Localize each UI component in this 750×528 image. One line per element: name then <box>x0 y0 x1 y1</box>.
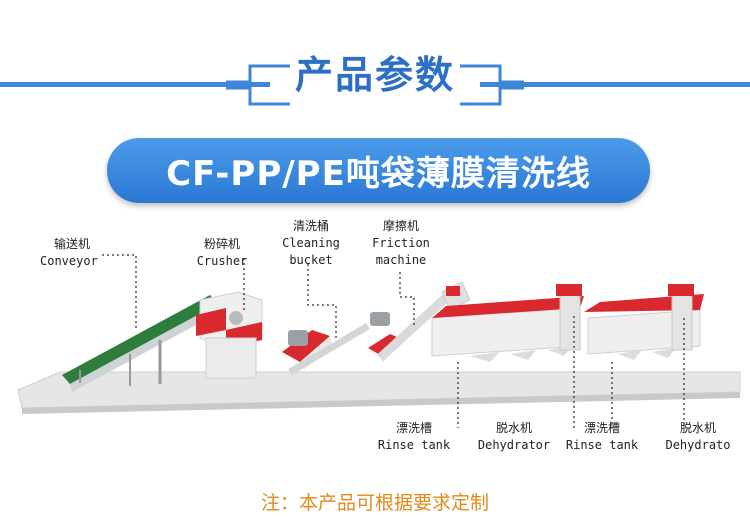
friction-machine <box>368 281 471 362</box>
header-line-left <box>0 82 270 87</box>
label-crusher-en: Crusher <box>196 254 248 268</box>
label-friction-en2: machine <box>375 253 427 267</box>
label-rinse1-zh: 漂洗槽 <box>395 421 432 435</box>
label-dehydrator-1: 脱水机 Dehydrator <box>474 420 554 454</box>
label-bucket-en1: Cleaning <box>282 236 340 250</box>
label-bucket-zh: 清洗桶 <box>292 219 329 233</box>
label-rinse2-zh: 漂洗槽 <box>583 421 620 435</box>
customization-note: 注：本产品可根据要求定制 <box>260 492 489 514</box>
label-friction-machine: 摩擦机 Friction machine <box>366 218 436 269</box>
label-cleaning-bucket: 清洗桶 Cleaning bucket <box>276 218 346 269</box>
label-rinse-tank-1: 漂洗槽 Rinse tank <box>376 420 452 454</box>
label-friction-zh: 摩擦机 <box>382 219 419 233</box>
product-banner: CF-PP/PE吨袋薄膜清洗线 <box>107 138 650 203</box>
header-bracket <box>226 64 524 106</box>
label-conveyor-zh: 输送机 <box>54 237 91 251</box>
label-dehydrator2-zh: 脱水机 <box>679 421 716 435</box>
label-conveyor: 输送机 Conveyor <box>40 236 98 270</box>
label-rinse-tank-2: 漂洗槽 Rinse tank <box>564 420 640 454</box>
label-crusher: 粉碎机 Crusher <box>192 236 252 270</box>
label-conveyor-en: Conveyor <box>40 254 98 268</box>
label-dehydrator1-en: Dehydrator <box>477 438 551 452</box>
label-dehydrator1-zh: 脱水机 <box>495 421 532 435</box>
label-rinse2-en: Rinse tank <box>565 438 639 452</box>
label-crusher-zh: 粉碎机 <box>203 237 240 251</box>
product-name: CF-PP/PE吨袋薄膜清洗线 <box>166 154 591 194</box>
page-title: 产品参数 <box>294 53 455 97</box>
label-friction-en1: Friction <box>372 236 430 250</box>
label-dehydrator2-en: Dehydrato <box>665 438 731 452</box>
dehydrator-2 <box>668 284 694 351</box>
crusher-machine <box>196 291 263 379</box>
conveyor-machine <box>62 295 220 392</box>
header-line-right <box>480 82 750 87</box>
rinse-tank-1 <box>431 296 584 362</box>
label-bucket-en2: bucket <box>289 253 333 267</box>
dehydrator-1 <box>556 284 582 351</box>
cleaning-bucket-machine <box>282 312 390 376</box>
label-rinse1-en: Rinse tank <box>377 438 451 452</box>
label-dehydrator-2: 脱水机 Dehydrato <box>660 420 736 454</box>
